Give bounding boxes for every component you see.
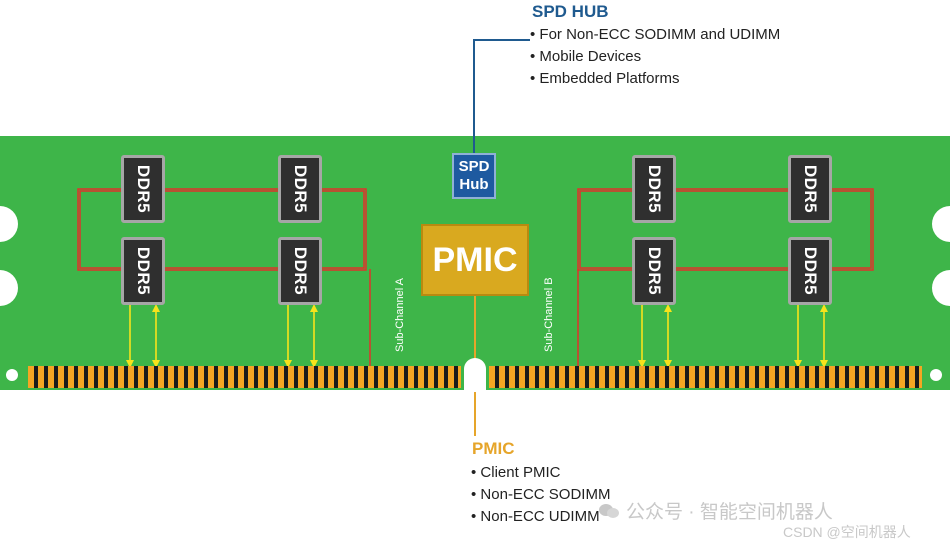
ddr5-chip: DDR5: [278, 155, 322, 223]
spd-hub-leader-line: [473, 39, 530, 153]
ddr5-chip: DDR5: [121, 155, 165, 223]
ddr5-chip: DDR5: [121, 237, 165, 305]
pmic-chip: PMIC: [421, 224, 529, 296]
pmic-item: Non-ECC UDIMM: [471, 506, 610, 528]
ddr5-label: DDR5: [134, 164, 154, 214]
mounting-hole-left: [6, 369, 18, 381]
dram-data-arrows: [126, 296, 828, 368]
pmic-title: PMIC: [472, 439, 515, 458]
side-notch-left-bottom: [0, 270, 18, 306]
edge-connector-left: [28, 366, 461, 388]
pmic-item: Non-ECC SODIMM: [471, 484, 610, 506]
mounting-hole-right: [930, 369, 942, 381]
ddr5-label: DDR5: [645, 164, 665, 214]
ddr5-label: DDR5: [291, 246, 311, 296]
connector-key-notch: [464, 358, 486, 392]
csdn-watermark: CSDN @空间机器人: [783, 524, 911, 540]
sub-channel-b-trace: [577, 188, 874, 366]
wechat-watermark: 公众号 · 智能空间机器人: [598, 497, 833, 524]
pmic-callout: PMIC Client PMIC Non-ECC SODIMM Non-ECC …: [472, 439, 610, 528]
sub-channel-b-label: Sub-Channel B: [543, 277, 555, 352]
ddr5-chip: DDR5: [278, 237, 322, 305]
pmic-list: Client PMIC Non-ECC SODIMM Non-ECC UDIMM: [471, 462, 610, 528]
spd-hub-callout: SPD HUB For Non-ECC SODIMM and UDIMM Mob…: [532, 2, 780, 90]
wechat-icon: [598, 503, 620, 519]
side-notch-right-top: [932, 206, 950, 242]
side-notch-left-top: [0, 206, 18, 242]
spd-hub-item: Mobile Devices: [530, 46, 780, 68]
ddr5-label: DDR5: [291, 164, 311, 214]
sub-channel-a-label: Sub-Channel A: [394, 278, 406, 352]
spd-hub-list: For Non-ECC SODIMM and UDIMM Mobile Devi…: [530, 24, 780, 90]
spd-hub-item: Embedded Platforms: [530, 68, 780, 90]
ddr5-chip: DDR5: [788, 155, 832, 223]
sub-channel-a-trace: [77, 188, 371, 366]
pmic-chip-label: PMIC: [432, 240, 518, 279]
spd-hub-item: For Non-ECC SODIMM and UDIMM: [530, 24, 780, 46]
ddr5-label: DDR5: [801, 164, 821, 214]
spd-hub-title: SPD HUB: [532, 2, 609, 21]
ddr5-chip: DDR5: [632, 155, 676, 223]
ddr5-chip: DDR5: [788, 237, 832, 305]
side-notch-right-bottom: [932, 270, 950, 306]
ddr5-label: DDR5: [645, 246, 665, 296]
edge-connector-right: [489, 366, 922, 388]
spd-hub-chip: SPD Hub: [452, 153, 496, 199]
ddr5-chip: DDR5: [632, 237, 676, 305]
wechat-watermark-text: 公众号 · 智能空间机器人: [626, 502, 833, 523]
spd-hub-chip-label-line2: Hub: [459, 176, 489, 193]
ddr5-label: DDR5: [801, 246, 821, 296]
spd-hub-chip-label-line1: SPD: [458, 158, 490, 175]
ddr5-label: DDR5: [134, 246, 154, 296]
pmic-item: Client PMIC: [471, 462, 610, 484]
